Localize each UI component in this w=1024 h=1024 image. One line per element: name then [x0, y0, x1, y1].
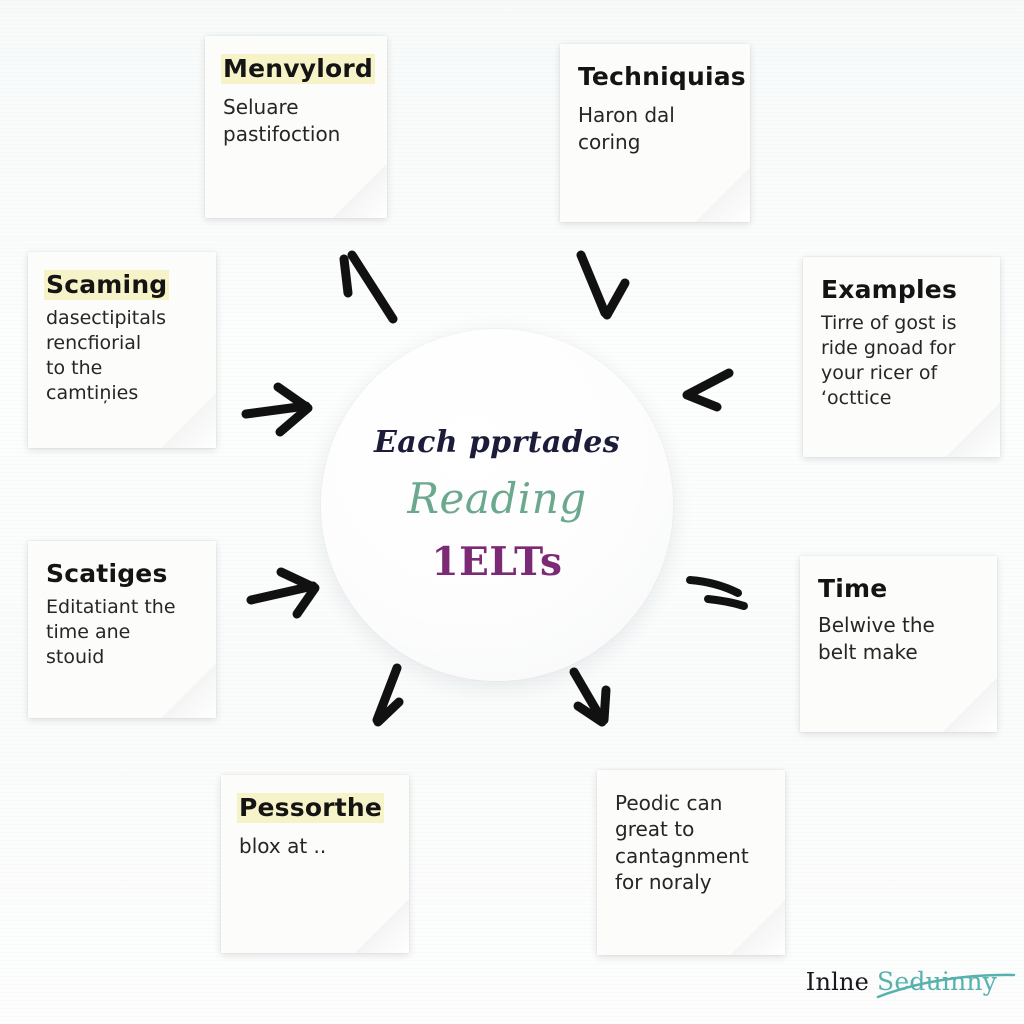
note-title: Time	[818, 574, 888, 603]
note-title: Techniquias	[578, 62, 746, 91]
note-title: Scatiges	[46, 559, 168, 588]
page-fold-corner-icon	[943, 678, 997, 732]
note-title: Menvylord	[223, 54, 373, 83]
center-line-1: Each pprtades	[373, 425, 621, 460]
watermark-text-accent: Seduinny	[877, 967, 997, 996]
page-fold-corner-icon	[355, 899, 409, 953]
watermark-swash-icon	[876, 973, 1016, 999]
page-fold-corner-icon	[333, 164, 387, 218]
arrow-bottom-right-icon	[569, 667, 611, 727]
arrow-left-lower-icon	[246, 567, 320, 619]
note-title: Examples	[821, 275, 958, 304]
page-fold-corner-icon	[162, 664, 216, 718]
arrow-bottom-left-icon	[372, 663, 404, 727]
arrow-left-upper-icon	[241, 382, 313, 437]
note-title: Scaming	[46, 270, 168, 299]
arrow-right-lower-icon	[686, 576, 748, 610]
note-body: blox at ..	[239, 834, 327, 859]
arrow-right-upper-icon	[682, 368, 734, 412]
arrow-top-left-icon	[339, 250, 398, 324]
page-fold-corner-icon	[731, 901, 785, 955]
note-title: Pessorthe	[239, 793, 383, 822]
center-line-2: Reading	[407, 474, 587, 523]
watermark: Inlne Seduinny	[806, 967, 997, 996]
arrow-top-right-icon	[576, 250, 630, 320]
page-fold-corner-icon	[696, 168, 750, 222]
center-line-3: 1ELTs	[431, 539, 563, 585]
note-card-pessorthe[interactable]: Pessorthe blox at ..	[221, 775, 409, 953]
center-hub[interactable]: Each pprtades Reading 1ELTs	[321, 329, 673, 681]
watermark-text-primary: Inlne	[805, 968, 870, 996]
